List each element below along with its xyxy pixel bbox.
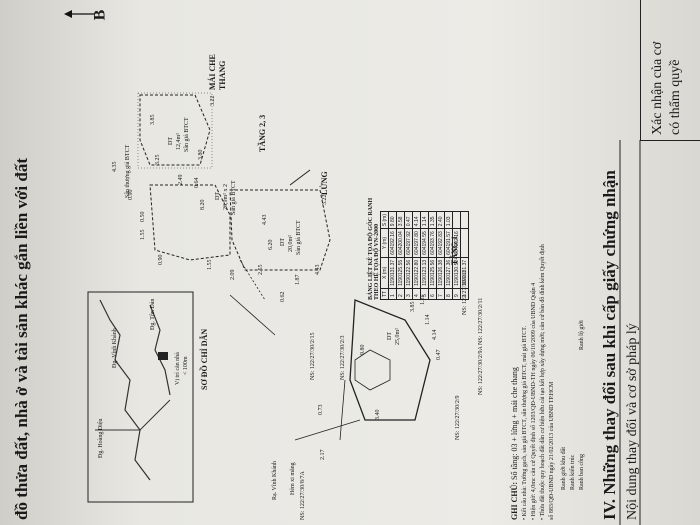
dim: 1.55 (140, 229, 146, 241)
locator-road-1: Đg. Hoàng Diệu (98, 418, 104, 459)
neighbor-label: NS: 122/27/30/2/15 (310, 332, 316, 380)
neighbor-label: NS: 122/27/30/2/11 (478, 297, 484, 345)
dim: 2.49 (178, 174, 184, 186)
dim: 3.40 (375, 409, 381, 421)
locator-box (87, 291, 194, 503)
lung-san: Sàn giả BTCT (296, 220, 302, 255)
neighbor-label: NS: 122/27/30/2/9 (455, 395, 461, 440)
mai-area: 12,4m² (176, 133, 182, 150)
dim: 0.90 (128, 189, 134, 201)
col-tt: TT (380, 288, 389, 300)
dim: 3.85 (410, 301, 416, 313)
dim: 2.17 (320, 449, 326, 461)
neighbor-label: NS: 122/27/30/2/9A (478, 346, 484, 395)
dim: 1.55 (207, 259, 213, 271)
lung-dt: DT (280, 238, 286, 246)
dim: 9.80 (360, 344, 366, 356)
coord-table-block: BẢNG LIỆT KÊ TỌA ĐỘ GÓC RANH THEO HỆ TỌA… (368, 198, 469, 300)
floor-mai-che: MÁI CHE (208, 54, 217, 90)
dim: 3.22 (210, 95, 216, 107)
legend-1: Ranh giới khu đất (561, 446, 567, 490)
locator-note-1: Vị trí căn nhà (175, 352, 181, 385)
notes-heading: GHI CHÚ: (510, 482, 519, 520)
floor-tang-2-3: TẦNG 2, 3 (258, 114, 267, 152)
dim: 3.85 (150, 114, 156, 126)
dim: 1.87 (295, 274, 301, 286)
plan-mai-che (139, 94, 211, 166)
dim: 4.43 (262, 214, 268, 226)
mai-dt: DT (168, 137, 174, 145)
locator-title: SƠ ĐỒ CHỈ DẪN (200, 328, 209, 390)
road-label: Rạ. Vĩnh Khánh (272, 460, 278, 500)
notes-line-5: số 883/QĐ-UBND ngày 21/02/2013 của UBND … (549, 381, 555, 520)
neighbor-label: NS: 122/27/30/2/3 (340, 335, 346, 380)
dim: 4.14 (432, 329, 438, 341)
dim: 6.20 (268, 239, 274, 251)
dim: 3.80 (198, 149, 204, 161)
notes-line-2: • Kết cấu nhà: Tường gạch, sàn giả BTCT,… (522, 326, 528, 520)
dim: 3.25 (155, 154, 161, 166)
locator-note-2: < 100m (183, 356, 189, 375)
dim: 0.47 (436, 349, 442, 361)
dim: 8.20 (200, 199, 206, 211)
notes-line-3: • Hiện giờ: 4,0mc căn cứ Quyết định số 1… (531, 282, 537, 520)
lung-area: 20,0m² (288, 235, 294, 252)
legend-3: Ranh ban công (579, 454, 585, 490)
notes-line-1: GHI CHÚ: Số tầng: 03 + lửng + mái che th… (510, 367, 519, 520)
hem-label: Hẻm xi măng (290, 462, 296, 495)
legend-2: Ranh kiến trúc (570, 454, 576, 490)
t23-san: Sàn giả BTCT (231, 180, 237, 215)
mai-san: Sân giả BTCT (184, 117, 190, 152)
t23-dt: DT (215, 192, 221, 200)
section-iv-content-header: Nội dung thay đổi và cơ sở pháp lý (625, 323, 640, 520)
col-s: S (m) (380, 211, 389, 229)
legend-4: Ranh lộ giới (579, 320, 585, 350)
t23-area: 26,9m² x 2 (223, 184, 229, 210)
t1-area: 25,0m² (395, 328, 401, 345)
section-iv-title: IV. Những thay đổi sau khi cấp giấy chứn… (600, 170, 619, 520)
locator-road-2: Đg. Vĩnh Khánh (112, 328, 118, 368)
col-y: Y (m) (380, 228, 389, 258)
dim: 0.64 (194, 177, 200, 189)
dim: 3.22 (322, 194, 328, 206)
certification-box (640, 0, 700, 141)
dim: 0.62 (280, 291, 286, 303)
locator-road-3: Đg. Tôn Đản (150, 298, 156, 330)
dim: 4.35 (112, 161, 118, 173)
dim: 4.43 (315, 264, 321, 276)
dim: 2.09 (230, 269, 236, 281)
house-location-marker (158, 352, 168, 360)
dim: 0.50 (140, 211, 146, 223)
floor-lung: LỬNG (320, 171, 329, 195)
plan-lung (229, 189, 331, 271)
north-arrow-head-icon (64, 10, 72, 18)
col-x: X (m) (380, 257, 389, 289)
t1-dt: DT (387, 332, 393, 340)
notes-line-4: • Thửa đất thuộc quy hoạch đất dân cư hi… (540, 244, 546, 520)
dim: 0.90 (158, 254, 164, 266)
dim: 0.73 (318, 404, 324, 416)
neighbor-label: NS: 122/27/30/8/7A (300, 471, 306, 520)
plan-tang-1 (349, 299, 431, 421)
section-iv-cert-header-2: có thẩm quyề (668, 59, 683, 135)
floor-thang: THANG (218, 60, 227, 90)
dim: 2.55 (258, 264, 264, 276)
section-iv-cert-header-1: Xác nhận của cơ (650, 41, 665, 135)
dim: 1.14 (425, 314, 431, 326)
plan-tang-2-3 (149, 184, 231, 261)
